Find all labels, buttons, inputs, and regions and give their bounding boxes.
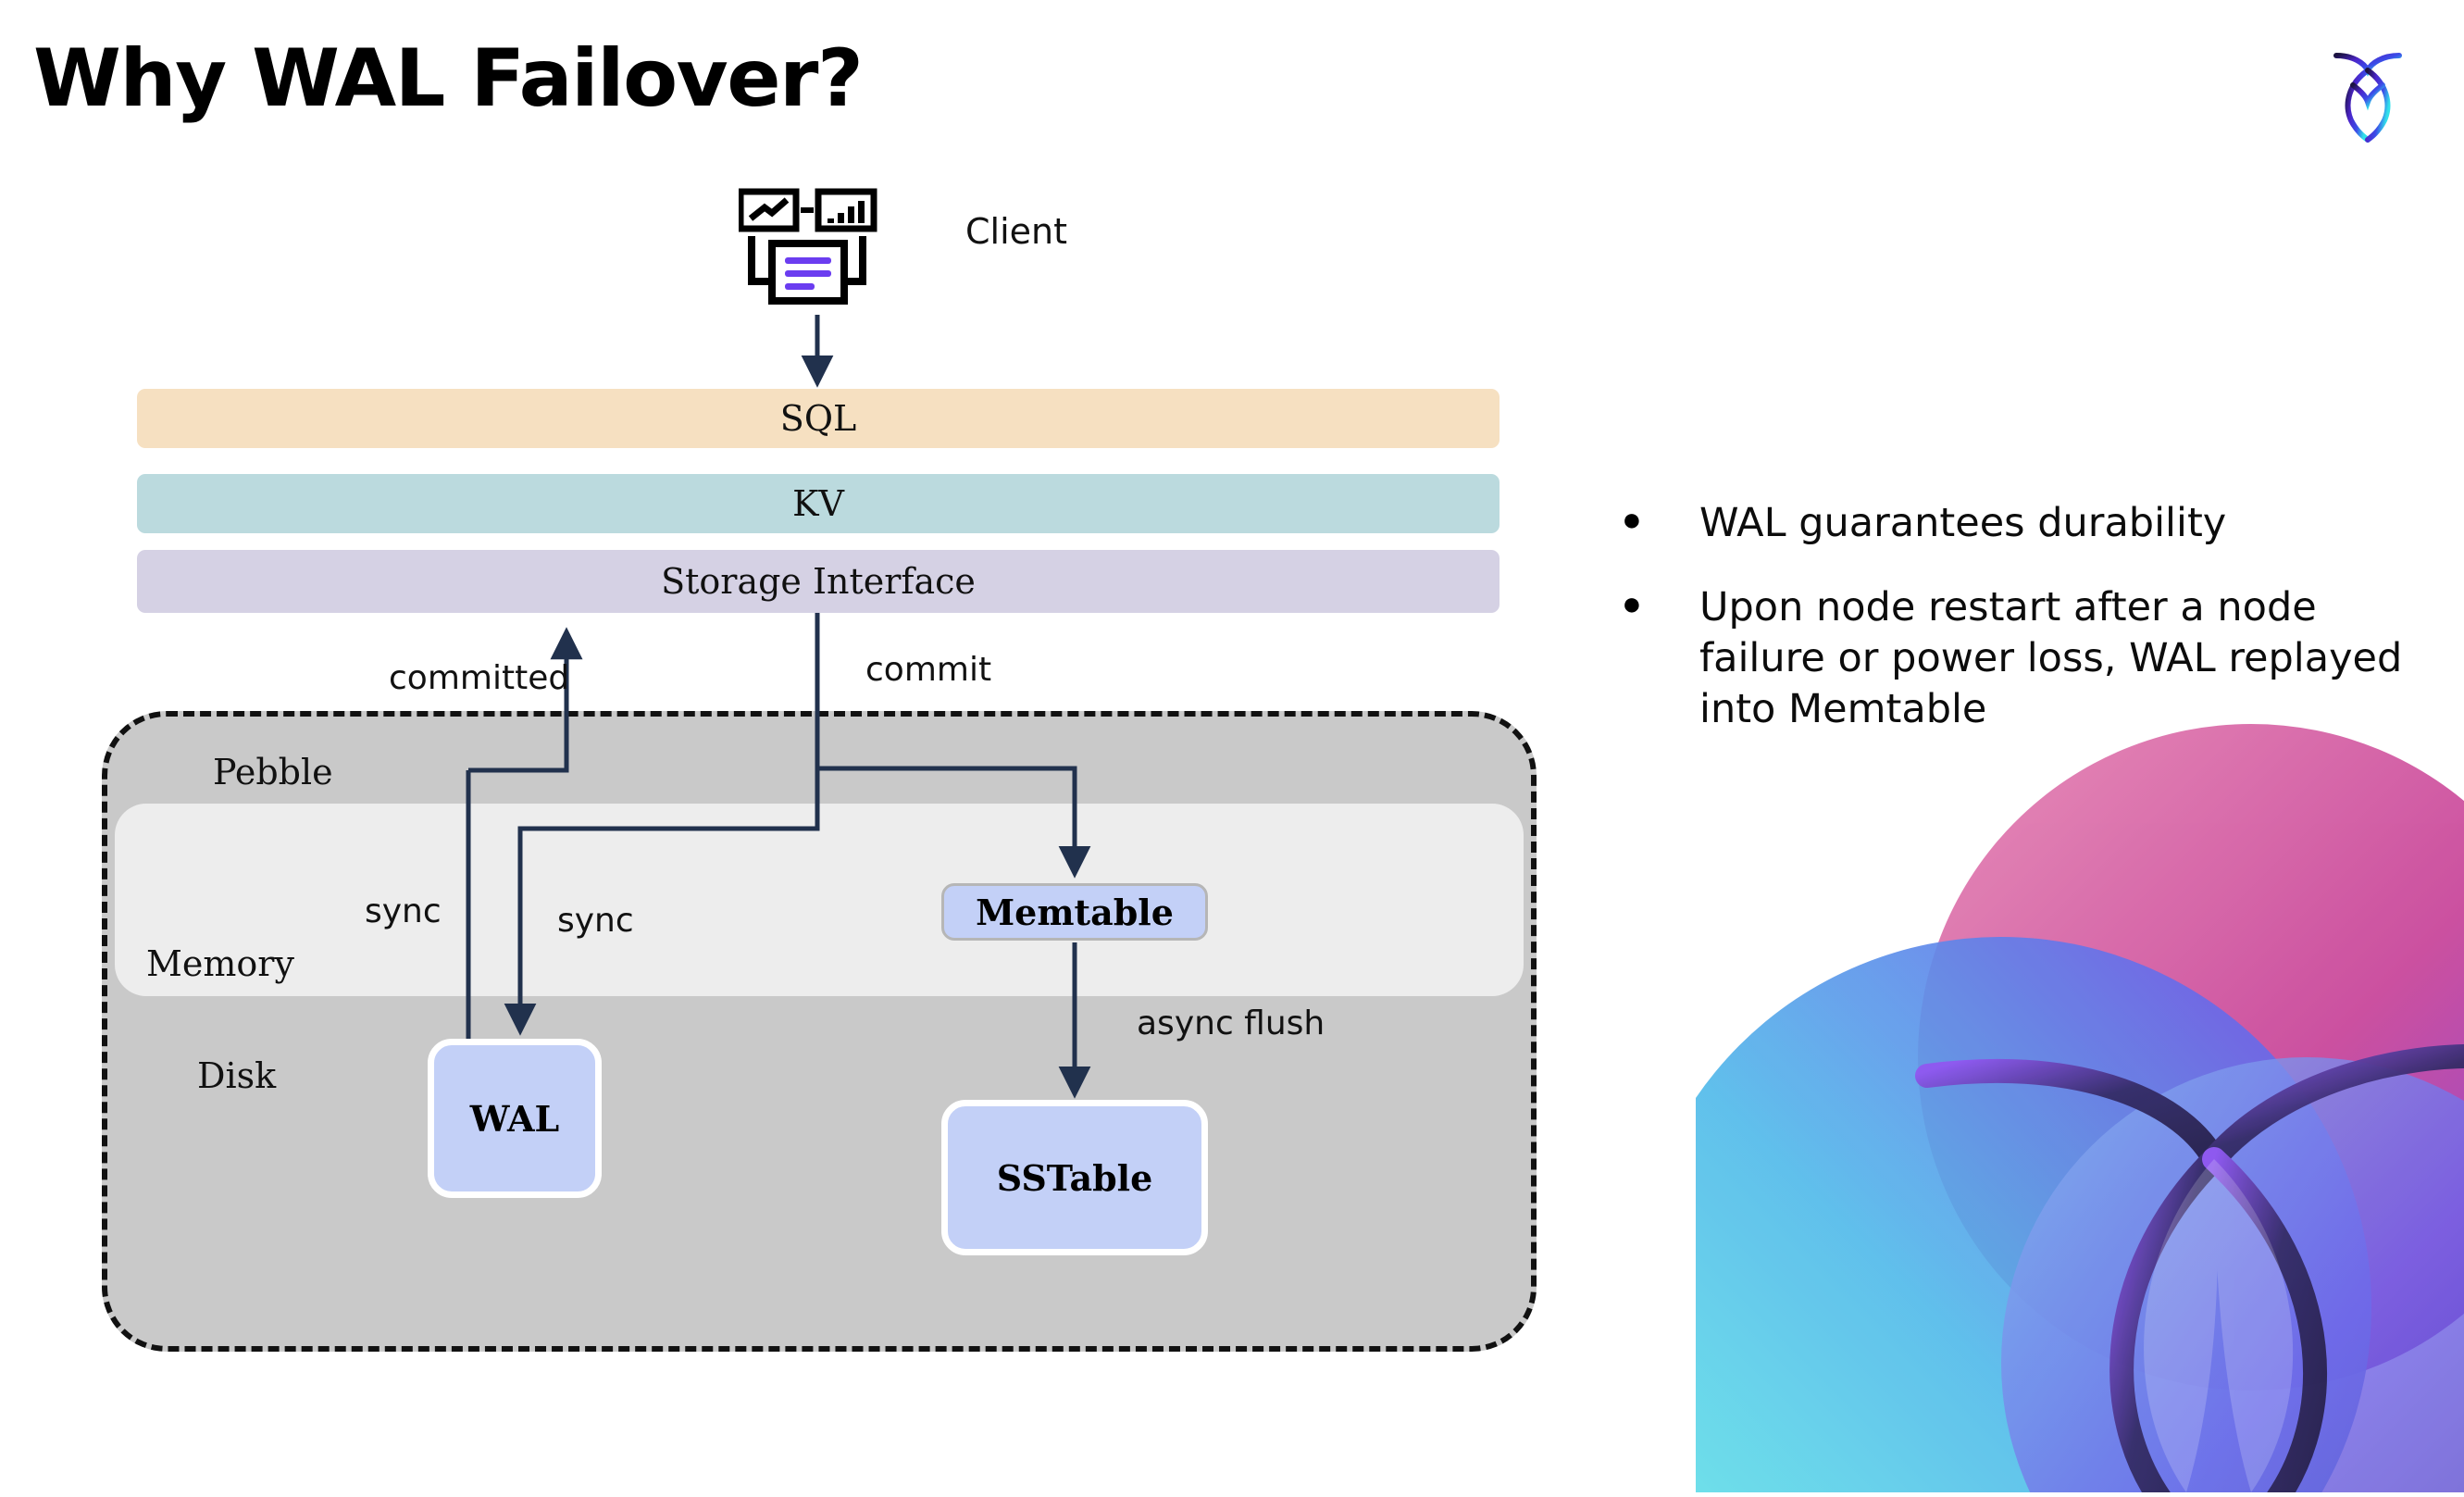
layer-bar-storage-interface-label: Storage Interface [661,561,976,602]
page-title: Why WAL Failover? [33,32,864,125]
entity-box-memtable-label: Memtable [976,891,1174,933]
entity-box-sstable: SSTable [941,1100,1208,1255]
client-dashboard-icon [737,188,887,318]
disk-label: Disk [197,1055,277,1096]
list-item: ● Upon node restart after a node failure… [1622,582,2427,735]
layer-bar-kv-label: KV [792,483,844,524]
memory-region [115,804,1524,996]
layer-bar-sql: SQL [137,389,1500,448]
cockroachdb-logo-icon [2308,35,2427,154]
bullet-marker-icon: ● [1622,584,1642,623]
memory-label: Memory [146,943,294,984]
layer-bar-storage-interface: Storage Interface [137,550,1500,613]
edge-label-commit: commit [865,651,992,689]
layer-bar-sql-label: SQL [779,398,857,439]
client-label: Client [965,211,1068,252]
edge-label-async-flush: async flush [1137,1004,1325,1042]
entity-box-wal: WAL [428,1039,602,1198]
entity-box-memtable: Memtable [941,883,1208,941]
bullet-marker-icon: ● [1622,500,1642,538]
layer-bar-kv: KV [137,474,1500,533]
list-item: ● WAL guarantees durability [1622,498,2427,549]
edge-label-committed: committed [389,659,570,697]
list-item-text: WAL guarantees durability [1699,500,2227,546]
entity-box-sstable-label: SSTable [996,1156,1153,1199]
edge-label-sync-up: sync [365,892,442,930]
entity-box-wal-label: WAL [469,1097,560,1140]
list-item-text: Upon node restart after a node failure o… [1699,584,2403,733]
decorative-brand-mark [1696,659,2464,1492]
edge-label-sync-down: sync [557,902,634,940]
notes-list: ● WAL guarantees durability ● Upon node … [1622,498,2427,768]
pebble-label: Pebble [213,752,333,792]
